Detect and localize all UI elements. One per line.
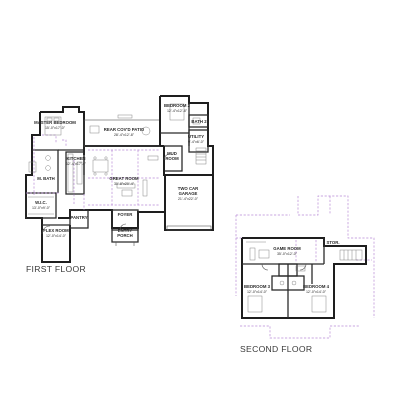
room-dim-game-room: 35'-0"x12'-0"	[277, 252, 298, 256]
room-name-flex-room: FLEX ROOM	[43, 228, 69, 233]
second-floor-walls	[241, 237, 367, 319]
room-name-game-room: GAME ROOM	[273, 246, 301, 251]
room-name-storage: STOR.	[326, 240, 339, 245]
room-name-wic: W.I.C.	[35, 200, 47, 205]
room-dim-two-car-garage: 21'-4"x22'-0"	[178, 197, 199, 201]
room-name-rear-patio: REAR COV'D PATIO	[104, 127, 145, 132]
room-name-mud-room-line-2: ROOM	[165, 156, 179, 161]
room-dim-great-room: 30'-8"x20'-4"	[114, 182, 135, 186]
room-name-foyer: FOYER	[118, 212, 134, 217]
room-name-master-bath: M. BATH	[37, 176, 55, 181]
room-dim-bedroom-2: 12'-4"x12'-8"	[167, 109, 188, 113]
room-dim-bedroom-4: 12'-0"x14'-0"	[306, 290, 327, 294]
room-dim-utility: 9'-4"x6'-0"	[188, 140, 205, 144]
second-floor-labels: GAME ROOM 35'-0"x12'-0" STOR. BEDROOM 3 …	[244, 240, 340, 294]
room-dim-master-bedroom: 15'-0"x17'-0"	[45, 126, 66, 130]
first-floor-labels: MASTER BEDROOM 15'-0"x17'-0" REAR COV'D …	[32, 103, 207, 238]
room-name-utility: UTILITY	[188, 134, 204, 139]
room-name-two-car-garage-line-2: GARAGE	[179, 191, 198, 196]
second-floor-plan: GAME ROOM 35'-0"x12'-0" STOR. BEDROOM 3 …	[235, 195, 375, 354]
room-name-pantry: PANTRY	[70, 215, 87, 220]
room-dim-wic: 13'-0"x9'-0"	[32, 206, 51, 210]
room-name-bedroom-3: BEDROOM 3	[244, 284, 271, 289]
first-floor-overhead-lines	[26, 134, 160, 210]
room-dim-rear-patio: 28'-4"x12'-8"	[114, 133, 135, 137]
room-name-entry-porch-line-1: ENTRY	[118, 228, 133, 233]
room-name-two-car-garage-line-1: TWO CAR	[178, 186, 199, 191]
second-floor-title: SECOND FLOOR	[240, 344, 312, 354]
room-name-mud-room-line-1: MUD	[167, 151, 177, 156]
room-name-bedroom-2: BEDROOM 2	[164, 103, 191, 108]
room-name-bath-2: BATH 2	[191, 119, 207, 124]
second-floor-fixtures	[246, 240, 363, 313]
room-dim-kitchen: 12'-4"x17'-4"	[66, 162, 87, 166]
room-name-bedroom-4: BEDROOM 4	[303, 284, 330, 289]
first-floor-walls	[25, 95, 214, 263]
room-dim-flex-room: 12'-0"x14'-0"	[46, 234, 67, 238]
first-floor-plan: MASTER BEDROOM 15'-0"x17'-0" REAR COV'D …	[25, 95, 214, 274]
room-name-kitchen: KITCHEN	[66, 156, 85, 161]
first-floor-fixtures	[28, 103, 207, 235]
room-name-master-bedroom: MASTER BEDROOM	[34, 120, 76, 125]
room-dim-bedroom-3: 12'-0"x14'-0"	[247, 290, 268, 294]
room-name-great-room: GREAT ROOM	[109, 176, 139, 181]
second-floor-roof-outline	[235, 195, 375, 339]
room-name-entry-porch-line-2: PORCH	[117, 233, 133, 238]
first-floor-title: FIRST FLOOR	[26, 264, 86, 274]
